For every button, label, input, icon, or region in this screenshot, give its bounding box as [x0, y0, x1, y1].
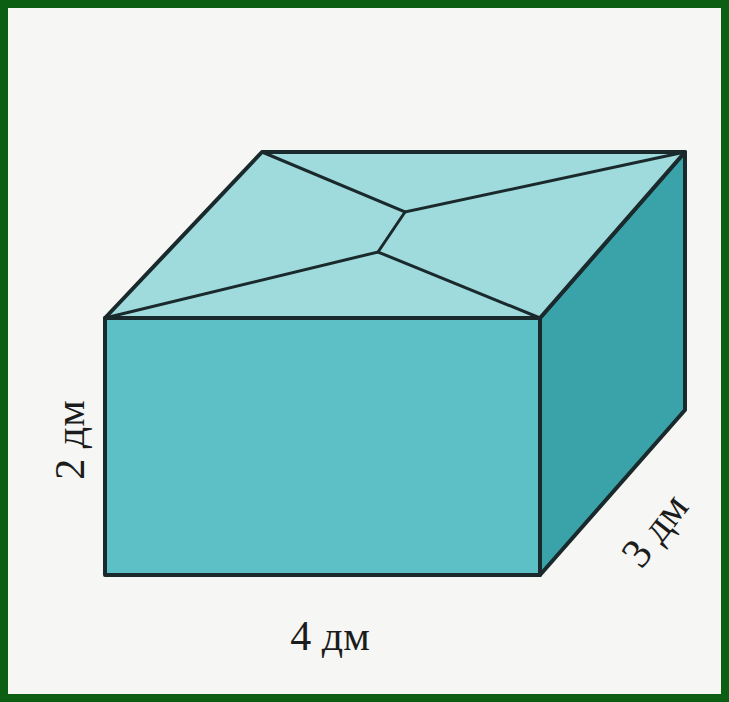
top-face [105, 152, 685, 318]
dimension-label: 2 дм [49, 400, 91, 479]
fold-line [378, 212, 405, 252]
fold-line [262, 152, 685, 212]
front-face [105, 318, 540, 575]
dimension-label: 4 дм [290, 615, 369, 657]
fold-line [105, 252, 540, 318]
